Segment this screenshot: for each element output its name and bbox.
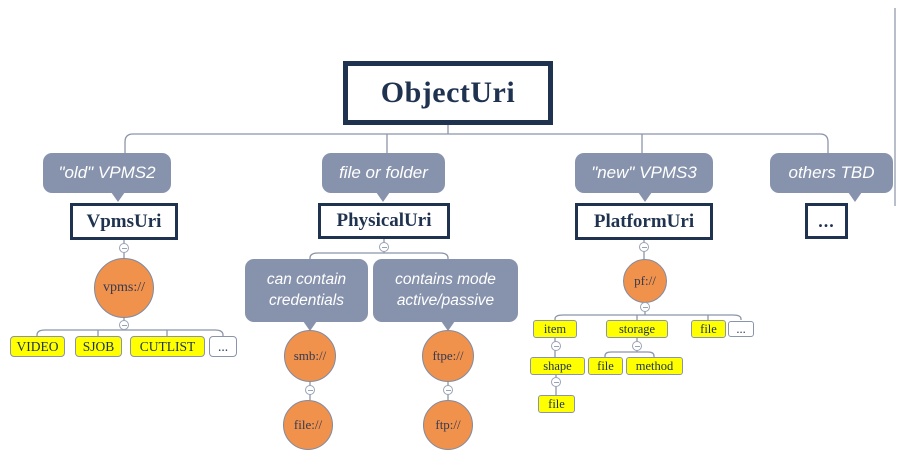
node-video[interactable]: VIDEO (10, 336, 65, 357)
node-label: ... (217, 338, 229, 354)
note-label: can contain credentials (266, 270, 347, 309)
collapse-toggle[interactable] (305, 385, 315, 395)
connector-path (309, 382, 449, 400)
node-ellipsis[interactable]: ... (209, 336, 237, 357)
node-label: file (548, 396, 565, 411)
collapse-toggle[interactable] (119, 243, 129, 253)
note-label: file or folder (339, 163, 428, 182)
collapse-toggle[interactable] (119, 320, 129, 330)
node-scheme-ftp[interactable]: ftp:// (423, 400, 473, 450)
node-cutlist[interactable]: CUTLIST (130, 336, 205, 357)
collapse-toggle[interactable] (640, 302, 650, 312)
node-scheme-vpms[interactable]: vpms:// (94, 258, 154, 318)
node-label: storage (618, 321, 656, 336)
minus-icon (642, 306, 648, 308)
node-sjob[interactable]: SJOB (75, 336, 122, 357)
minus-icon (121, 324, 127, 326)
node-ellipsis[interactable]: ... (728, 321, 754, 337)
node-scheme-file[interactable]: file:// (283, 400, 333, 450)
node-label: file (700, 321, 717, 336)
note-label: others TBD (788, 163, 875, 182)
collapse-toggle[interactable] (443, 385, 453, 395)
note-old-vpms2[interactable]: "old" VPMS2 (43, 153, 171, 202)
collapse-toggle[interactable] (639, 242, 649, 252)
node-physicaluri[interactable]: PhysicalUri (318, 203, 450, 239)
note-label: "old" VPMS2 (58, 163, 156, 182)
node-file-top[interactable]: file (691, 320, 726, 338)
minus-icon (553, 345, 559, 347)
minus-icon (445, 389, 451, 391)
node-vpmsuri[interactable]: VpmsUri (70, 203, 178, 240)
node-item[interactable]: item (533, 320, 577, 338)
node-label: PlatformUri (593, 210, 695, 232)
node-scheme-pf[interactable]: pf:// (623, 259, 667, 303)
node-label: shape (543, 358, 572, 373)
collapse-toggle[interactable] (551, 341, 561, 351)
note-label: "new" VPMS3 (591, 163, 697, 182)
node-scheme-ftpe[interactable]: ftpe:// (422, 330, 474, 382)
callout-tail (376, 192, 390, 202)
node-platformuri[interactable]: PlatformUri (575, 203, 713, 240)
node-label: SJOB (82, 338, 115, 354)
callout-tail (441, 321, 455, 331)
node-label: ... (736, 321, 746, 336)
note-file-or-folder[interactable]: file or folder (322, 153, 445, 202)
callout-tail (111, 192, 125, 202)
node-label: file:// (293, 417, 323, 432)
node-label: ObjectUri (380, 76, 516, 109)
node-others-ellipsis[interactable]: ... (805, 203, 848, 239)
node-label: ftp:// (435, 417, 461, 432)
minus-icon (307, 389, 313, 391)
node-label: CUTLIST (139, 338, 196, 354)
connector-path (124, 125, 829, 153)
callout-tail (638, 192, 652, 202)
callout-tail (303, 321, 317, 331)
node-label: file (597, 358, 614, 373)
callout-tail (848, 192, 862, 202)
node-label: ... (818, 210, 835, 231)
node-label: VpmsUri (86, 210, 162, 232)
node-label: method (635, 358, 674, 373)
collapse-toggle[interactable] (551, 377, 561, 387)
node-scheme-smb[interactable]: smb:// (284, 330, 336, 382)
minus-icon (641, 246, 647, 248)
window-edge-line (894, 8, 896, 206)
minus-icon (553, 381, 559, 383)
node-label: vpms:// (102, 280, 145, 295)
minus-icon (121, 247, 127, 249)
node-file-storage[interactable]: file (588, 357, 623, 375)
node-method[interactable]: method (626, 357, 683, 375)
node-label: item (543, 321, 567, 336)
minus-icon (634, 345, 640, 347)
collapse-toggle[interactable] (379, 242, 389, 252)
node-storage[interactable]: storage (606, 320, 668, 338)
node-label: ftpe:// (432, 348, 464, 363)
node-objecturi[interactable]: ObjectUri (343, 61, 553, 125)
minus-icon (381, 246, 387, 248)
note-can-contain-credentials[interactable]: can contain credentials (245, 259, 368, 331)
node-shape[interactable]: shape (530, 357, 585, 375)
node-label: pf:// (634, 273, 656, 288)
node-label: PhysicalUri (336, 210, 432, 231)
node-label: smb:// (293, 348, 327, 363)
collapse-toggle[interactable] (632, 341, 642, 351)
node-label: VIDEO (16, 338, 59, 354)
node-file-shape[interactable]: file (538, 395, 575, 413)
note-label: contains mode active/passive (395, 270, 496, 309)
note-new-vpms3[interactable]: "new" VPMS3 (575, 153, 713, 202)
note-contains-mode[interactable]: contains mode active/passive (373, 259, 518, 331)
note-others-tbd[interactable]: others TBD (770, 153, 893, 202)
